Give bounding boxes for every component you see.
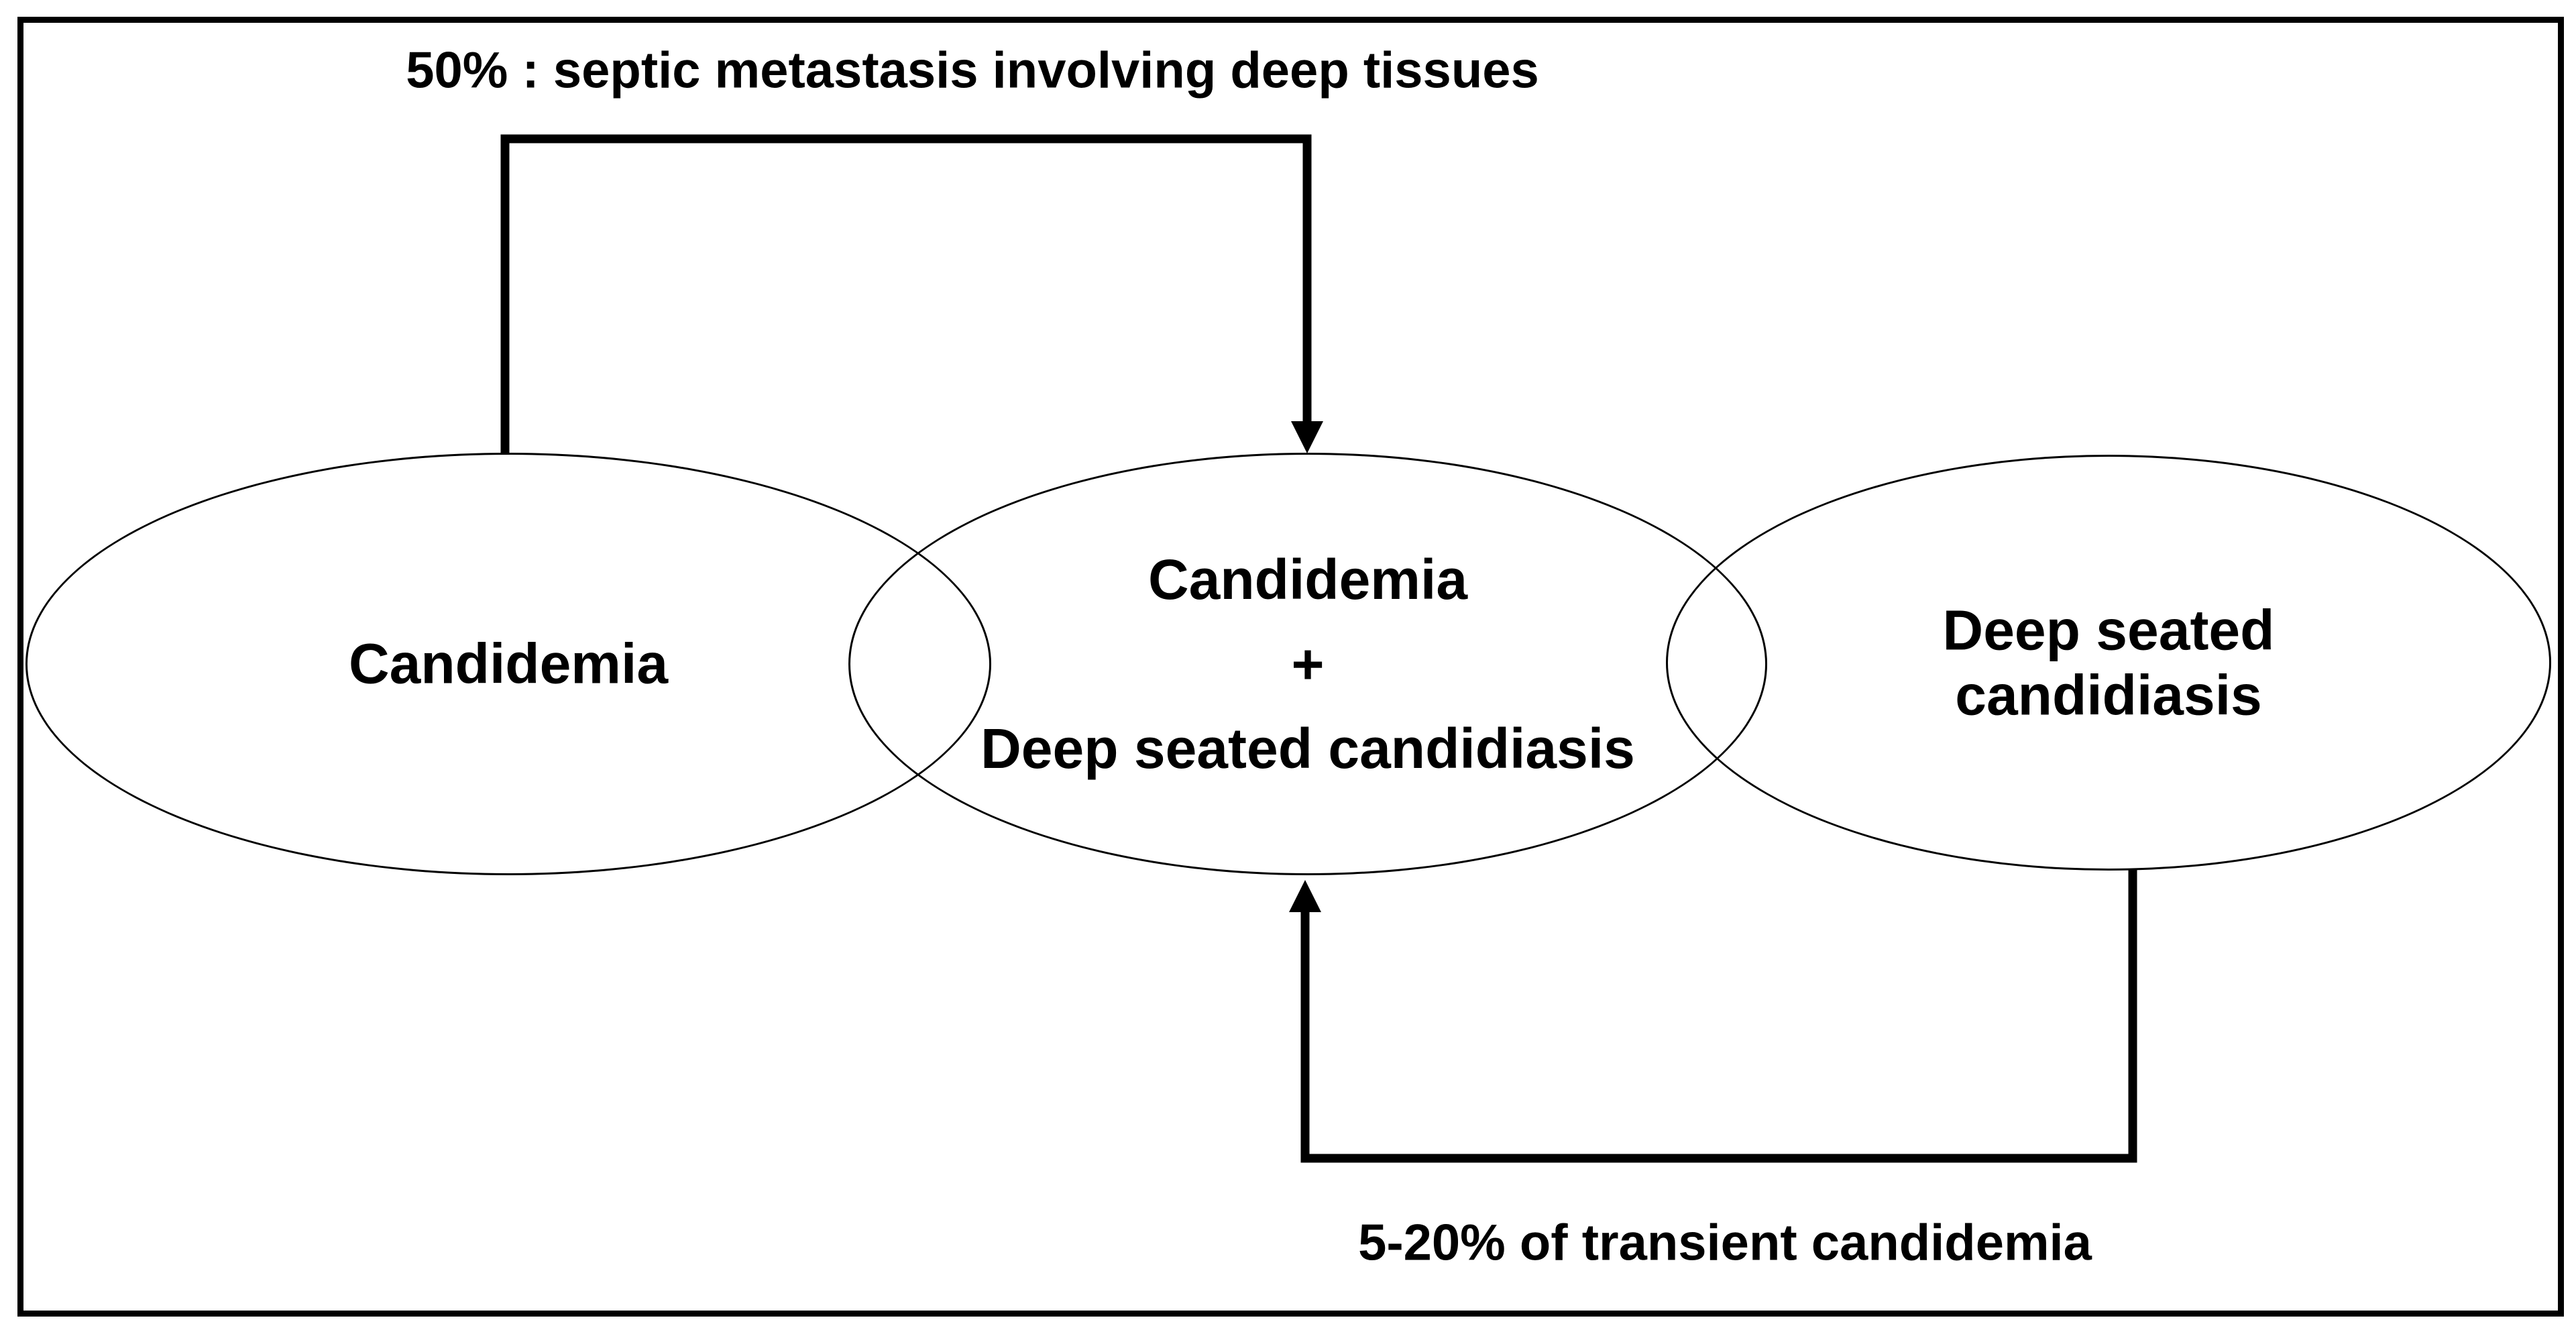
arrowhead-down-icon (1291, 421, 1323, 453)
label-overlap-line-1: Candidemia (1147, 548, 1468, 611)
label-overlap-line-3: Deep seated candidiasis (981, 717, 1635, 780)
label-candidemia: Candidemia (348, 632, 669, 696)
label-overlap: Candidemia + Deep seated candidiasis (981, 537, 1635, 791)
top-annotation: 50% : septic metastasis involving deep t… (406, 42, 1539, 99)
arrowhead-up-icon (1289, 880, 1321, 912)
connector-septic-metastasis (500, 134, 1312, 455)
label-deep-seated-line-1: Deep seated (1942, 598, 2275, 662)
connector-transient-candidemia (1300, 869, 2137, 1163)
label-deep-seated-line-2: candidiasis (1955, 663, 2262, 726)
diagram-border (17, 17, 2564, 1317)
bottom-annotation: 5-20% of transient candidemia (1358, 1214, 2092, 1272)
ellipse-deep-seated (1666, 455, 2551, 871)
label-overlap-line-2: + (1291, 632, 1325, 696)
label-deep-seated: Deep seated candidiasis (1943, 598, 2275, 727)
